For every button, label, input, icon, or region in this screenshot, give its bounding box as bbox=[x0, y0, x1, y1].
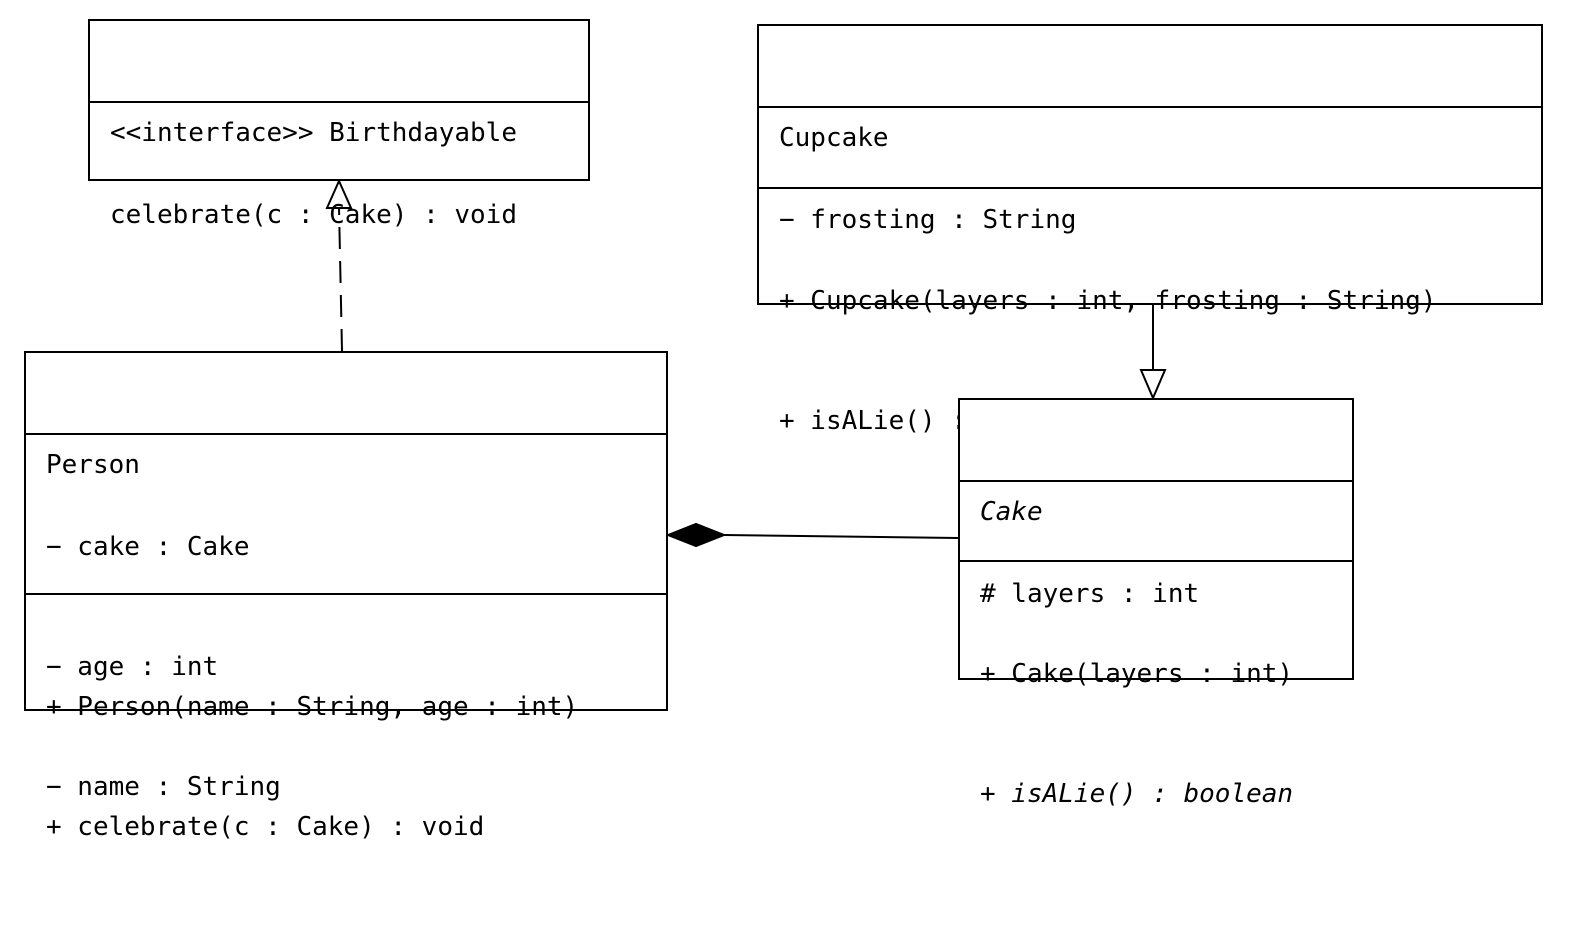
relationship-edges bbox=[325, 178, 1167, 548]
class-box-person[interactable]: Person − cake : Cake − age : int − name … bbox=[24, 351, 668, 842]
class-box-cake[interactable]: Cake # layers : int + Cake(layers : int)… bbox=[958, 398, 1354, 809]
attribute-cake: − cake : Cake bbox=[46, 532, 250, 562]
method-isalie-abstract: + isALie() : boolean bbox=[980, 779, 1294, 809]
attribute-layers: # layers : int bbox=[980, 579, 1200, 609]
method-celebrate: + celebrate(c : Cake) : void bbox=[46, 812, 485, 842]
attributes-compartment: − frosting : String bbox=[759, 106, 1541, 235]
composition-filled-diamond bbox=[665, 522, 727, 548]
generalization-hollow-arrowhead bbox=[1139, 369, 1167, 401]
composition-edge bbox=[665, 522, 959, 548]
class-name: Person bbox=[46, 450, 140, 480]
attribute-age: − age : int bbox=[46, 652, 219, 682]
class-name: Cupcake bbox=[779, 123, 889, 153]
attribute-name: − name : String bbox=[46, 772, 281, 802]
class-box-cupcake[interactable]: Cupcake − frosting : String + Cupcake(la… bbox=[757, 24, 1543, 436]
class-name-abstract: Cake bbox=[980, 497, 1043, 527]
realization-hollow-arrowhead bbox=[325, 178, 353, 209]
class-name-compartment: Person bbox=[26, 353, 666, 480]
method-person-constructor: + Person(name : String, age : int) bbox=[46, 692, 579, 722]
class-box-birthdayable[interactable]: <<interface>> Birthdayable celebrate(c :… bbox=[88, 19, 590, 230]
class-name-compartment: Cake bbox=[960, 400, 1352, 527]
composition-line bbox=[723, 534, 959, 539]
class-name-compartment: <<interface>> Birthdayable bbox=[90, 21, 588, 148]
attributes-compartment: # layers : int bbox=[960, 480, 1352, 609]
method-cupcake-constructor: + Cupcake(layers : int, frosting : Strin… bbox=[779, 286, 1437, 316]
class-name-compartment: Cupcake bbox=[759, 26, 1541, 153]
attribute-frosting: − frosting : String bbox=[779, 205, 1077, 235]
realization-dashed-line bbox=[338, 206, 343, 352]
method-celebrate: celebrate(c : Cake) : void bbox=[110, 200, 517, 230]
method-cake-constructor: + Cake(layers : int) bbox=[980, 659, 1294, 689]
class-name: <<interface>> Birthdayable bbox=[110, 118, 517, 148]
realization-edge bbox=[325, 178, 353, 352]
generalization-edge bbox=[1139, 305, 1167, 401]
methods-compartment: celebrate(c : Cake) : void bbox=[90, 101, 588, 230]
